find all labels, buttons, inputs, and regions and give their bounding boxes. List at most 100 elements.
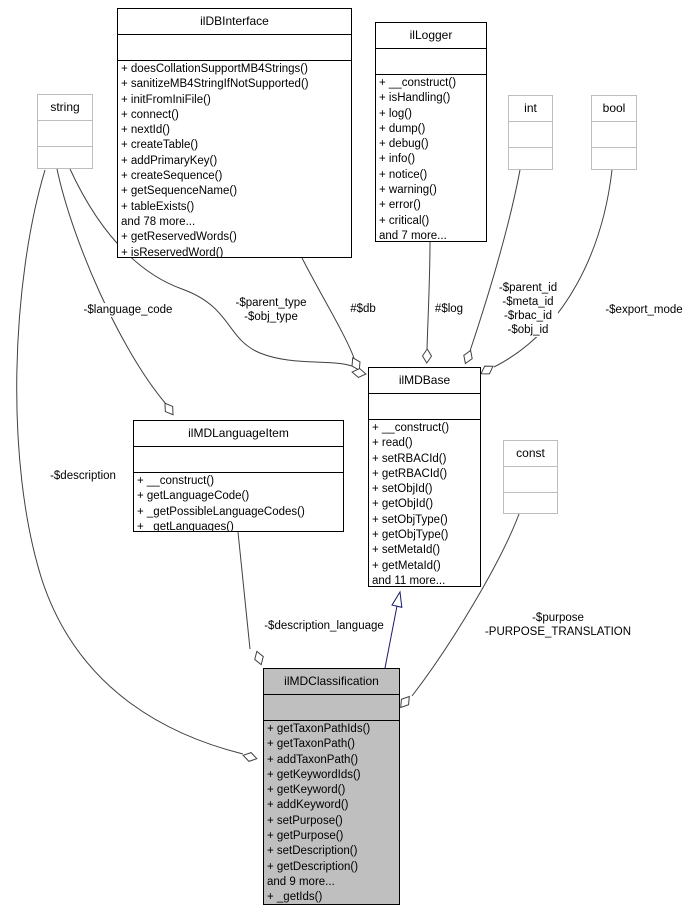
edge-label-line: -$description xyxy=(50,470,116,482)
method-label: + debug() xyxy=(379,138,429,151)
class-bool: bool xyxy=(591,95,637,170)
attributes-compartment xyxy=(509,122,552,148)
methods-compartment xyxy=(38,147,92,168)
method-label: + nextId() xyxy=(121,124,170,137)
methods-compartment xyxy=(504,493,557,513)
edge-string-to-ilmdlanguageitem xyxy=(56,168,167,405)
aggregation-diamond xyxy=(351,367,367,379)
class-title: int xyxy=(509,96,552,122)
method-label: + setObjId() xyxy=(372,483,433,496)
class-ilmdclassification[interactable]: ilMDClassification + getTaxonPathIds()+ … xyxy=(263,668,400,905)
method-label: + setObjType() xyxy=(372,513,448,526)
method-label: + __construct() xyxy=(137,475,215,487)
edge-const-to-ilmdclassification xyxy=(411,513,520,697)
class-title: ilDBInterface xyxy=(118,9,351,35)
aggregation-diamond xyxy=(164,402,174,416)
edge-int-to-ilmdbase xyxy=(469,169,521,352)
method-label: + _getIds() xyxy=(267,891,323,904)
method-label: + getSequenceName() xyxy=(121,185,238,198)
method-label: + getTaxonPathIds() xyxy=(267,723,371,735)
edge-label-line: -$obj_type xyxy=(244,311,298,323)
attributes-compartment xyxy=(504,467,557,493)
methods-compartment: + getTaxonPathIds() + getTaxonPath() + add… xyxy=(264,721,399,904)
methods-compartment: + __construct()+ isHandling()+ log()+ du… xyxy=(376,75,486,241)
method-label: + critical() xyxy=(379,214,430,227)
edge-label-line: -$parent_id xyxy=(498,282,558,294)
method-label: + getPurpose() xyxy=(267,830,344,843)
methods-compartment xyxy=(509,148,552,169)
method-label: + addKeyword() xyxy=(267,799,349,812)
edge-label-parent-obj-type: -$parent_type-$obj_type xyxy=(234,296,308,324)
method-label: + isReservedWord() xyxy=(121,246,224,257)
method-label: + createTable() xyxy=(121,139,199,152)
class-ilmdbase[interactable]: ilMDBase + __construct()+ read()+ setRBA… xyxy=(368,367,481,587)
edge-label-line: -$description_language xyxy=(264,620,384,632)
method-label: + initFromIniFile() xyxy=(121,93,211,106)
methods-compartment: + __construct()+ getLanguageCode()+ _get… xyxy=(134,473,343,531)
method-label: + createSequence() xyxy=(121,170,223,183)
class-illogger[interactable]: ilLogger + __construct()+ isHandling()+ … xyxy=(375,22,487,242)
aggregation-diamond xyxy=(421,348,433,364)
method-label: + isHandling() xyxy=(379,92,451,105)
class-string: string xyxy=(37,94,93,169)
method-label: and 78 more... xyxy=(121,215,196,228)
method-label: + addTaxonPath() xyxy=(267,753,359,766)
edge-label-line: #$log xyxy=(434,303,464,315)
method-label: + log() xyxy=(379,107,412,120)
attributes-compartment xyxy=(592,122,636,148)
methods-compartment xyxy=(592,148,636,169)
method-label: + getKeyword() xyxy=(267,784,346,797)
aggregation-diamond xyxy=(400,695,410,709)
inheritance-arrowhead xyxy=(391,590,403,608)
aggregation-diamond xyxy=(242,752,258,762)
aggregation-diamond xyxy=(480,365,494,375)
edge-label-line: -$language_code xyxy=(83,304,173,316)
edge-label-log: #$log xyxy=(433,302,465,316)
attributes-compartment xyxy=(134,447,343,473)
edge-ildbinterface-to-ilmdbase xyxy=(301,257,355,359)
edge-label-line: -$meta_id xyxy=(502,296,554,308)
method-label: + info() xyxy=(379,153,416,166)
method-label: + dump() xyxy=(379,122,426,135)
method-label: + getDescription() xyxy=(267,860,359,873)
method-label: + getRBACId() xyxy=(372,467,448,480)
method-label: + doesCollationSupportMB4Strings() xyxy=(121,63,308,75)
edge-label-description: -$description xyxy=(49,469,117,483)
edge-illogger-to-ilmdbase xyxy=(426,241,431,350)
attributes-compartment xyxy=(38,121,92,147)
class-title: string xyxy=(38,95,92,121)
edge-label-export-mode: -$export_mode xyxy=(604,303,684,317)
method-label: + _getLanguages() xyxy=(137,520,234,531)
method-label: and 11 more... xyxy=(372,574,446,586)
method-label: + read() xyxy=(372,437,413,450)
class-ildbinterface[interactable]: ilDBInterface + doesCollationSupportMB4S… xyxy=(117,8,352,258)
edge-label-line: #$db xyxy=(350,303,376,315)
edge-string-to-ilmdclassification xyxy=(16,169,244,755)
edge-bool-to-ilmdbase xyxy=(493,169,613,368)
method-label: + getReservedWords() xyxy=(121,231,237,244)
edge-ilmdlanguageitem-to-ilmdclassification xyxy=(237,531,251,650)
edge-label-ids: -$parent_id-$meta_id-$rbac_id-$obj_id xyxy=(497,281,559,337)
method-label: + getKeywordIds() xyxy=(267,768,361,781)
edge-label-line: -$purpose xyxy=(532,612,584,624)
edge-label-purpose: -$purpose -PURPOSE_TRANSLATION xyxy=(483,611,633,639)
edge-label-line: -PURPOSE_TRANSLATION xyxy=(484,626,632,638)
method-label: + setMetaId() xyxy=(372,544,441,557)
method-label: + warning() xyxy=(379,184,437,197)
method-label: + getTaxonPath() xyxy=(267,738,355,751)
method-label: and 7 more... xyxy=(379,229,447,241)
edge-label-db: #$db xyxy=(349,302,377,316)
edge-label-description-language: -$description_language xyxy=(263,619,385,633)
edge-label-line: -$obj_id xyxy=(507,324,549,336)
method-label: + setRBACId() xyxy=(372,452,447,465)
class-title: ilMDClassification xyxy=(264,669,399,695)
method-label: and 9 more... xyxy=(267,875,335,888)
method-label: + _getPossibleLanguageCodes() xyxy=(137,505,305,518)
method-label: + getMetaId() xyxy=(372,559,441,572)
method-label: + error() xyxy=(379,199,421,212)
aggregation-diamond xyxy=(254,650,264,666)
class-ilmdlanguageitem[interactable]: ilMDLanguageItem + __construct()+ getLan… xyxy=(133,420,344,532)
edge-label-language-code: -$language_code xyxy=(82,303,174,317)
class-title: ilLogger xyxy=(376,23,486,49)
